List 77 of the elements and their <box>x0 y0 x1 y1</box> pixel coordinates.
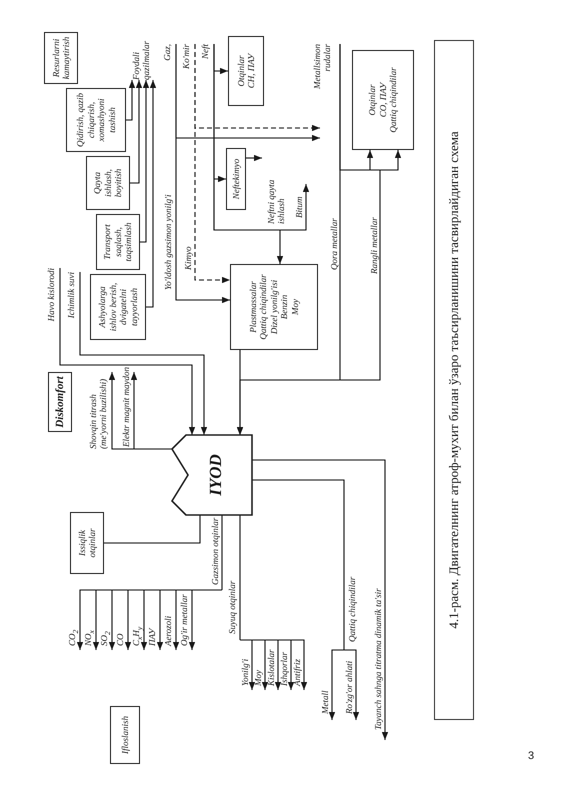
arrow <box>339 44 402 171</box>
arrow <box>126 80 136 121</box>
input-label: Ichimlik suvi <box>66 272 80 334</box>
box-text: Otqinlar <box>367 84 378 116</box>
connector-line <box>104 515 201 544</box>
edge-label: Neftni qayta ishlash <box>266 178 287 224</box>
edge-label: Rangli metallar <box>369 216 379 274</box>
box-text: Qattiq chiqindilar <box>388 67 399 133</box>
edge-label: Bitum <box>294 196 304 218</box>
edge-label: Metall <box>320 690 330 714</box>
arrow <box>59 268 196 435</box>
process-box: Resurlarni kamaytirish <box>44 32 78 84</box>
edge-label: Qora metallar <box>329 217 339 270</box>
dashed-arrow <box>194 44 320 132</box>
edge-label: Aerozoli <box>163 614 173 646</box>
process-box <box>230 264 318 350</box>
edge-label: Og'ir metallar <box>179 593 189 646</box>
edge-label: Ishqorlar <box>279 650 289 686</box>
arrow <box>188 589 222 650</box>
edge-label: Elektr magnit maydon <box>121 369 132 447</box>
edge-label: Antifriz <box>292 658 302 686</box>
arrow <box>140 80 150 243</box>
process-box: Issiqlik otqinlar <box>70 512 104 574</box>
edge-label: Shovqin titrash (me'yorni buzilishi) <box>88 378 109 449</box>
edge-label: Moy <box>253 669 263 686</box>
edge-label: CO <box>115 632 125 646</box>
process-box: Neftekimyo <box>226 148 246 210</box>
node-label: IYOD <box>206 453 226 498</box>
arrow <box>146 80 156 308</box>
box-text: Moy <box>290 299 300 315</box>
box-text: Plastmassalar <box>248 281 258 333</box>
connector-line <box>252 479 345 650</box>
arrow <box>252 459 388 740</box>
box-text: Otqinlar <box>236 56 246 87</box>
bus-label: Gazsimon otqinlar <box>210 517 220 585</box>
caption: 4.1-расм. Двигателнинг атроф-мухит билан ўзаро таъсирланишини тасвирлайдиган схема <box>434 40 474 720</box>
arrow <box>213 44 310 231</box>
process-box: Ifloslanish <box>110 706 140 764</box>
edge-label: Tayanch sahnga titratma dinamik ta'sir <box>373 587 383 730</box>
edge-label: Yonilg'i <box>240 658 250 686</box>
input-label: Neft <box>200 44 214 74</box>
box-text: Qattiq chiqindilar <box>258 274 269 340</box>
arrow <box>328 649 344 720</box>
arrow <box>130 80 142 184</box>
arrow <box>344 649 360 720</box>
process-box: Transport saqlash, taqsimlash <box>96 214 140 270</box>
box-text: CH, ПАУ <box>246 54 256 88</box>
process-box: Ashyolarga ishlov berish, dvigatelni tayyorlash <box>90 274 146 340</box>
connector-line <box>221 515 223 590</box>
process-box: Qayta ishlash, boyitish <box>86 156 130 210</box>
process-box <box>352 50 414 150</box>
input-label: Gaz, <box>162 44 176 74</box>
box-text: CO, ПАУ <box>378 82 388 118</box>
box-text: Benzin <box>279 294 290 320</box>
bus-label: Qattiq chiqindilar <box>347 576 357 642</box>
process-box: Qidirish, qazib chiqarish, xomashyoni tashish <box>66 88 126 152</box>
edge-label: Kimyo <box>183 246 193 270</box>
page-number: 3 <box>528 750 534 763</box>
edge-label: ПАУ <box>147 626 157 646</box>
connector-line <box>239 515 241 640</box>
arrow <box>236 350 244 435</box>
bus-label: Suyuq otqinlar <box>227 580 237 634</box>
flow-label: Foydali qazilmalar <box>124 32 158 80</box>
process-box: Diskomfort <box>48 372 72 432</box>
box-text: Dizel yonilg'isi <box>268 280 280 334</box>
arrow <box>240 639 308 690</box>
arrow <box>130 372 172 450</box>
arrow <box>175 44 320 142</box>
process-box <box>228 36 264 106</box>
arrow <box>246 154 262 162</box>
input-label: Havo kislorodi <box>46 268 60 334</box>
edge-label: Kislotalar <box>266 648 276 686</box>
edge-label: Yo'ldosh gazsimon yonilg'i <box>163 193 173 290</box>
edge-label: Ro'zg'or ahlati <box>344 660 354 714</box>
arrow <box>79 272 208 435</box>
input-label: Ko'mir <box>181 44 195 84</box>
input-label: Metallsimon rudalar <box>312 44 340 98</box>
